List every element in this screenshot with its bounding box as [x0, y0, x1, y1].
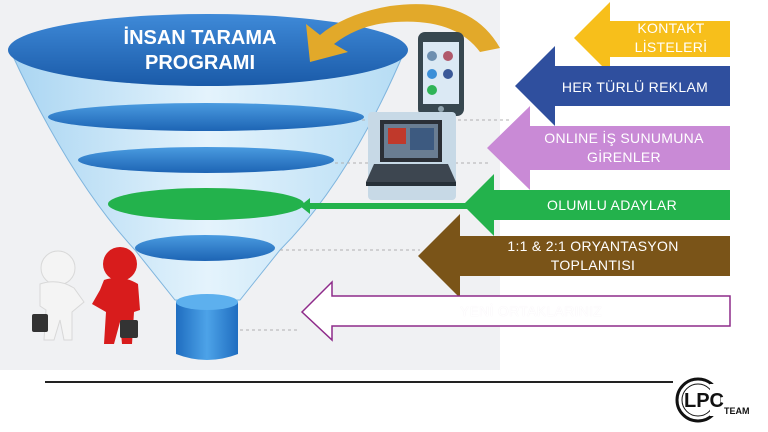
- arrow-label-ortaklar: YENİ ORTAKLARINIZ: [332, 296, 730, 326]
- phone-icon: [418, 32, 464, 116]
- arrow-shapes: [300, 2, 731, 342]
- arrow-text: OLUMLU ADAYLAR: [547, 196, 677, 213]
- arrow-text: 1:1 & 2:1 ORYANTASYON TOPLANTISI: [507, 238, 679, 273]
- arrow-olumlu-shape: [300, 198, 490, 214]
- arrow-label-kontakt: KONTAKT LİSTELERİ: [612, 18, 730, 58]
- arrow-label-oryantasyon: 1:1 & 2:1 ORYANTASYON TOPLANTISI: [456, 236, 730, 276]
- arrow-text: HER TÜRLÜ REKLAM: [561, 78, 709, 95]
- funnel-title: İNSAN TARAMA PROGRAMI: [115, 26, 285, 76]
- funnel-ring-5: [135, 235, 275, 261]
- arrow-text: ONLINE İŞ SUNUMUNA GİRENLER: [544, 130, 704, 165]
- arrow-oryantasyon-shape: [418, 214, 730, 298]
- divider-line: [45, 381, 673, 383]
- arrow-text: KONTAKT LİSTELERİ: [634, 20, 708, 55]
- funnel-ring-2: [48, 103, 364, 131]
- lpc-team-logo: LPC TEAM: [672, 372, 762, 432]
- funnel-title-line1: İNSAN TARAMA: [123, 27, 277, 49]
- arrow-label-olumlu: OLUMLU ADAYLAR: [494, 190, 730, 220]
- arrow-ortaklar-shape: [300, 280, 731, 342]
- logo-subtext: TEAM: [724, 406, 750, 416]
- logo-text: LPC: [684, 390, 724, 412]
- funnel-cylinder: [176, 302, 238, 360]
- arrow-label-reklam: HER TÜRLÜ REKLAM: [540, 70, 730, 104]
- arrow-online-shape: [487, 106, 730, 190]
- arrow-text: YENİ ORTAKLARINIZ: [459, 302, 603, 319]
- curved-arrow-icon: [306, 4, 500, 62]
- arrow-label-online: ONLINE İŞ SUNUMUNA GİRENLER: [518, 126, 730, 170]
- arrow-reklam-shape: [515, 46, 730, 126]
- laptop-icon: [366, 112, 456, 200]
- logo-mark-icon: LPC TEAM: [675, 377, 750, 423]
- funnel-ring-4: [108, 188, 304, 220]
- arrow-olumlu-shape-main: [463, 174, 730, 236]
- handshake-people-icon: [32, 247, 140, 344]
- arrow-kontakt-shape: [574, 2, 730, 74]
- funnel-title-line2: PROGRAMI: [145, 52, 255, 74]
- funnel-ring-3: [78, 147, 334, 173]
